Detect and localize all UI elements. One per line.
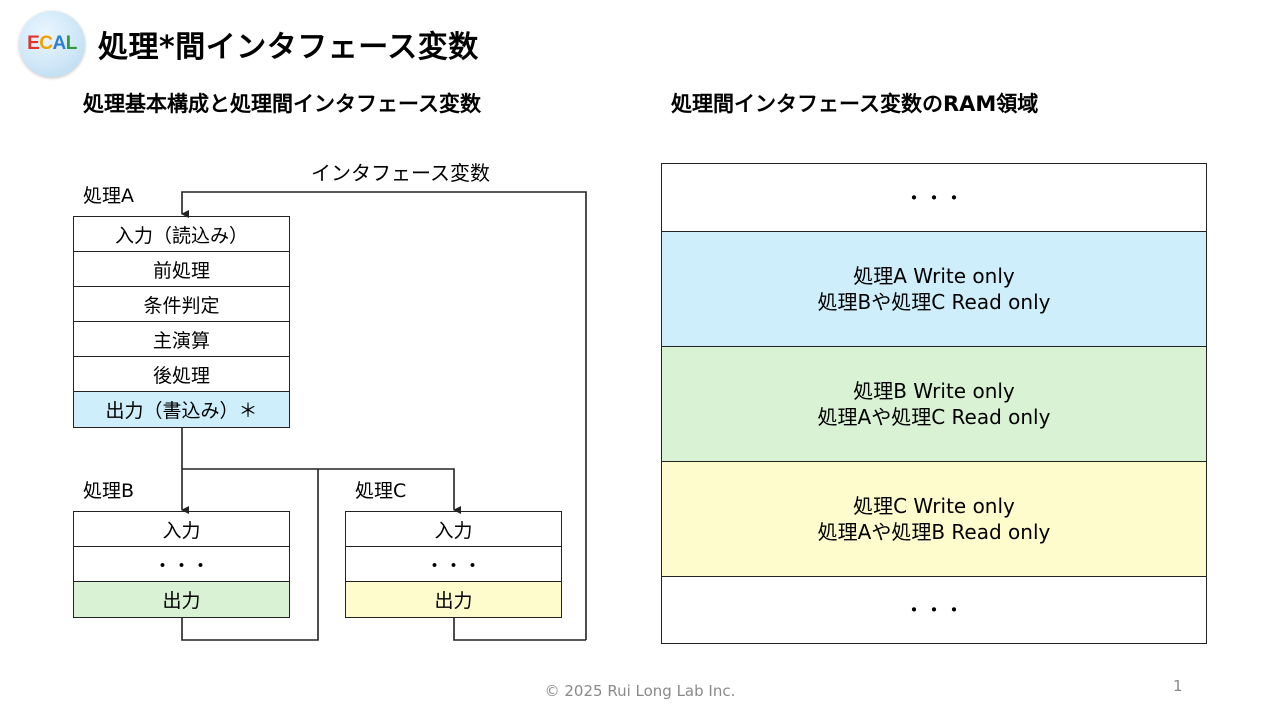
process-a-output-step: 出力（書込み）＊	[74, 392, 289, 427]
right-subtitle: 処理間インタフェース変数のRAM領域	[671, 92, 1039, 116]
ram-row-text: 処理B Write only	[853, 379, 1015, 403]
ram-row-text: 処理Aや処理C Read only	[817, 405, 1051, 429]
process-b-stack: 入力 ・・・ 出力	[73, 511, 290, 618]
process-a-step: 前処理	[74, 252, 289, 287]
ram-row-text: ・・・	[904, 597, 964, 622]
ram-row-ellipsis-top: ・・・	[662, 164, 1206, 232]
process-c-label: 処理C	[355, 480, 407, 502]
interface-loop-line	[181, 191, 587, 640]
ram-row-text: 処理C Write only	[853, 494, 1015, 518]
b-return-line	[181, 469, 319, 641]
ram-row-text: ・・・	[904, 185, 964, 210]
process-b-label: 処理B	[83, 480, 135, 502]
copyright-footer: © 2025 Rui Long Lab Inc.	[544, 682, 736, 700]
page-number: 1	[1173, 677, 1183, 695]
process-c-step: 入力	[346, 512, 561, 547]
process-c-step: ・・・	[346, 547, 561, 582]
interface-variable-label: インタフェース変数	[311, 161, 490, 185]
ram-row-process-c: 処理C Write only 処理Aや処理B Read only	[662, 462, 1206, 577]
process-a-step: 主演算	[74, 322, 289, 357]
c-return-line	[453, 617, 586, 641]
process-a-label: 処理A	[83, 185, 134, 207]
ram-row-text: 処理A Write only	[853, 264, 1015, 288]
ram-row-process-a: 処理A Write only 処理Bや処理C Read only	[662, 232, 1206, 347]
ram-row-ellipsis-bottom: ・・・	[662, 577, 1206, 642]
process-a-step: 入力（読込み）	[74, 217, 289, 252]
to-c-line	[182, 468, 461, 514]
process-a-stack: 入力（読込み） 前処理 条件判定 主演算 後処理 出力（書込み）＊	[73, 216, 290, 428]
ram-row-text: 処理Bや処理C Read only	[817, 290, 1051, 314]
slide-title: 処理*間インタフェース変数	[98, 30, 479, 65]
process-b-output-step: 出力	[74, 582, 289, 617]
process-b-step: 入力	[74, 512, 289, 547]
ram-row-process-b: 処理B Write only 処理Aや処理C Read only	[662, 347, 1206, 462]
process-a-step: 後処理	[74, 357, 289, 392]
process-a-step: 条件判定	[74, 287, 289, 322]
process-b-step: ・・・	[74, 547, 289, 582]
left-subtitle: 処理基本構成と処理間インタフェース変数	[83, 92, 481, 116]
ram-area-table: ・・・ 処理A Write only 処理Bや処理C Read only 処理B…	[661, 163, 1207, 644]
process-c-stack: 入力 ・・・ 出力	[345, 511, 562, 618]
ram-row-text: 処理Aや処理B Read only	[817, 520, 1051, 544]
process-c-output-step: 出力	[346, 582, 561, 617]
